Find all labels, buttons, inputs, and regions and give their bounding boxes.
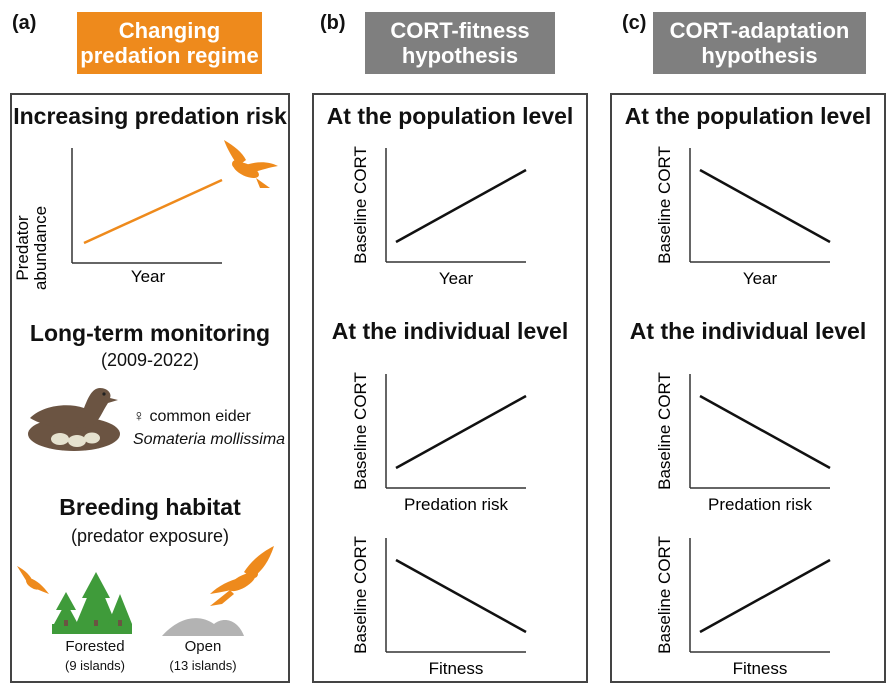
panel-a-habitat-title: Breeding habitat bbox=[59, 494, 241, 520]
x-axis-label: Year bbox=[439, 269, 474, 288]
panel-b-individual-title: At the individual level bbox=[331, 318, 569, 344]
panel-a-species-common: ♀ common eider bbox=[133, 408, 251, 425]
panel-c-letter: (c) bbox=[622, 12, 647, 34]
panel-a-letter: (a) bbox=[12, 12, 37, 34]
panel-b-header-line2: hypothesis bbox=[401, 43, 519, 68]
trend-line bbox=[699, 168, 831, 244]
panel-b-header-line1: CORT-fitness bbox=[390, 18, 530, 43]
panel-a-risk-title: Increasing predation risk bbox=[13, 103, 287, 129]
y-axis-label: Baseline CORT bbox=[351, 372, 370, 490]
x-axis-label: Fitness bbox=[733, 659, 788, 678]
x-axis-label: Year bbox=[743, 269, 778, 288]
panel-c-population-title: At the population level bbox=[624, 103, 872, 129]
panel-b-population-chart: Year Baseline CORT bbox=[351, 146, 527, 288]
trend-line bbox=[395, 558, 527, 634]
panel-c-individual-title: At the individual level bbox=[629, 318, 867, 344]
trend-line bbox=[699, 558, 831, 634]
predator-bird-icon bbox=[224, 140, 278, 188]
forested-label: Forested bbox=[65, 638, 125, 655]
panel-b-letter: (b) bbox=[320, 12, 346, 34]
small-predator-bird-icon bbox=[17, 566, 49, 594]
panel-a-monitoring-title: Long-term monitoring bbox=[29, 320, 271, 346]
y-axis-label: Baseline CORT bbox=[655, 536, 674, 654]
x-axis-label: Predation risk bbox=[708, 495, 812, 514]
panel-a-monitoring-years: (2009-2022) bbox=[100, 350, 200, 370]
panel-a-ylabel-line2: abundance bbox=[31, 206, 50, 290]
panel-b-header: CORT-fitness hypothesis bbox=[365, 12, 555, 74]
y-axis-label: Baseline CORT bbox=[351, 146, 370, 264]
panel-c-header: CORT-adaptation hypothesis bbox=[653, 12, 866, 74]
panel-b-individual-fitness-chart: Fitness Baseline CORT bbox=[351, 536, 527, 678]
panel-c-box bbox=[610, 93, 886, 683]
panel-a-header: Changing predation regime bbox=[77, 12, 262, 74]
panel-c-header-line2: hypothesis bbox=[701, 43, 818, 68]
panel-c-individual-fitness-chart: Fitness Baseline CORT bbox=[655, 536, 831, 678]
panel-a-ylabel-line1: Predator bbox=[13, 215, 32, 281]
trend-line bbox=[699, 394, 831, 470]
panel-a-habitat-sub: (predator exposure) bbox=[70, 526, 230, 546]
panel-c-individual-risk-chart: Predation risk Baseline CORT bbox=[655, 372, 831, 514]
panel-c-header-line1: CORT-adaptation bbox=[669, 18, 850, 43]
y-axis-label: Baseline CORT bbox=[655, 146, 674, 264]
large-predator-bird-icon bbox=[210, 546, 274, 606]
panel-a-xlabel: Year bbox=[131, 267, 166, 286]
trend-line bbox=[395, 168, 527, 244]
x-axis-label: Predation risk bbox=[404, 495, 508, 514]
forested-island-icon bbox=[52, 572, 132, 634]
panel-c-population-chart: Year Baseline CORT bbox=[655, 146, 831, 288]
open-island-icon bbox=[162, 618, 244, 636]
panel-a-box bbox=[10, 93, 290, 683]
open-count: (13 islands) bbox=[169, 658, 237, 673]
panel-b-box bbox=[312, 93, 588, 683]
panel-a-predator-chart: Predator abundance Year bbox=[13, 140, 278, 290]
open-label: Open bbox=[184, 638, 222, 655]
panel-b-population-title: At the population level bbox=[326, 103, 574, 129]
trend-line bbox=[395, 394, 527, 470]
y-axis-label: Baseline CORT bbox=[351, 536, 370, 654]
panel-a-species-latin: Somateria mollissima bbox=[133, 431, 286, 448]
x-axis-label: Fitness bbox=[429, 659, 484, 678]
forested-count: (9 islands) bbox=[65, 658, 125, 673]
eider-nest-icon bbox=[28, 388, 120, 451]
panel-a-header-line1: Changing bbox=[118, 18, 221, 43]
panel-a-header-line2: predation regime bbox=[80, 43, 259, 68]
predator-trend-line bbox=[83, 178, 223, 245]
y-axis-label: Baseline CORT bbox=[655, 372, 674, 490]
panel-b-individual-risk-chart: Predation risk Baseline CORT bbox=[351, 372, 527, 514]
